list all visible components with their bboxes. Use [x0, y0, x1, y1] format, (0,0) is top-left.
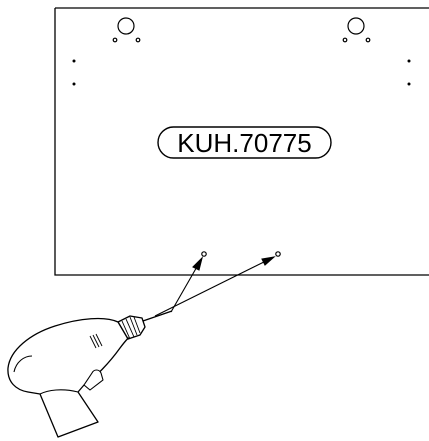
drill-rear-cap	[13, 355, 33, 373]
drill-handle-line	[39, 389, 79, 395]
hinge-hole-right	[342, 17, 371, 43]
power-drill-icon	[7, 310, 173, 438]
dot-left-bottom	[72, 82, 76, 86]
panel	[54, 7, 429, 276]
dot-left-top	[72, 59, 76, 63]
drill-target-right	[275, 251, 281, 257]
drill-body	[7, 317, 130, 438]
drill-trigger	[83, 369, 104, 391]
panel-outline-left	[54, 8, 429, 276]
drill-bit	[139, 310, 173, 323]
drill-arrows	[154, 256, 276, 317]
part-code-text: KUH.70775	[177, 128, 311, 158]
drill-vents	[89, 333, 103, 349]
side-dots	[72, 59, 411, 86]
arrow-line-right	[154, 256, 275, 317]
arrow-head-right	[261, 256, 276, 266]
drill-target-left	[201, 251, 207, 257]
part-code-frame	[157, 126, 332, 159]
arrow-head-left	[192, 256, 204, 271]
drill-targets	[201, 251, 281, 257]
dot-right-bottom	[407, 82, 411, 86]
chuck-ridges	[121, 316, 141, 340]
part-code-label: KUH.70775	[157, 126, 332, 159]
dot-right-top	[407, 59, 411, 63]
hinge-hole-left	[112, 17, 141, 43]
